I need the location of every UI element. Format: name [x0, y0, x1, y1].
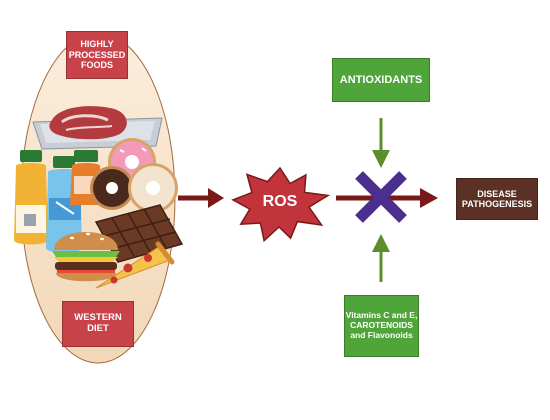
donut-icon [128, 163, 178, 213]
arrow-antioxidants-down [372, 118, 390, 168]
antioxidants-label: ANTIOXIDANTS [332, 58, 430, 102]
ros-label: ROS [262, 193, 298, 210]
pizza-slice-icon [95, 241, 175, 289]
vitamins-label: Vitamins C and E, CAROTENOIDS and Flavon… [344, 295, 419, 357]
western-diet-label: WESTERN DIET [62, 301, 134, 347]
highly-processed-foods-label: HIGHLY PROCESSED FOODS [66, 31, 128, 79]
donut-icon [90, 166, 134, 210]
juice-bottle-icon [14, 150, 48, 245]
arrow-food-to-ros [178, 188, 224, 208]
ros-starburst-icon [231, 166, 331, 243]
arrow-vitamins-up [372, 234, 390, 282]
burger-icon [52, 232, 120, 282]
block-x-icon [355, 171, 407, 223]
disease-pathogenesis-label: DISEASE PATHOGENESIS [456, 178, 538, 220]
